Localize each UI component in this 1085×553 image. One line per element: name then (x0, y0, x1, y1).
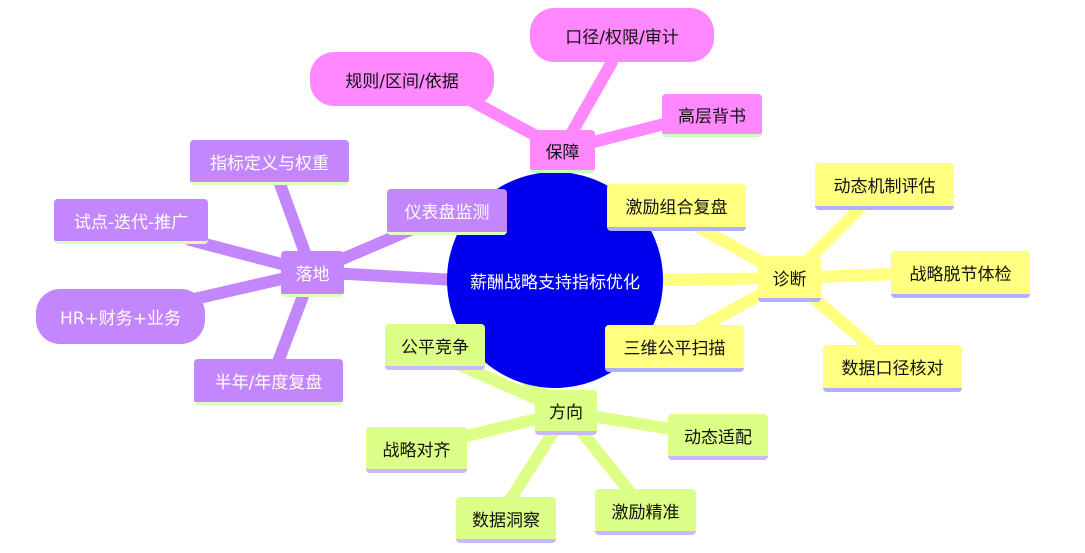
leaf-node[interactable]: 战略对齐 (366, 427, 467, 473)
leaf-node[interactable]: 数据洞察 (456, 497, 556, 543)
branch-fangxiang[interactable]: 方向 (535, 390, 597, 435)
leaf-node[interactable]: 指标定义与权重 (190, 140, 349, 185)
leaf-node[interactable]: 动态机制评估 (815, 163, 954, 210)
leaf-node[interactable]: 激励精准 (595, 489, 696, 535)
leaf-node[interactable]: 激励组合复盘 (607, 184, 746, 231)
branch-zhenduan[interactable]: 诊断 (758, 256, 821, 302)
leaf-node[interactable]: 动态适配 (668, 414, 768, 460)
branch-luodi[interactable]: 落地 (281, 251, 344, 297)
leaf-node[interactable]: 数据口径核对 (823, 345, 962, 392)
branch-baozhang[interactable]: 保障 (530, 130, 595, 173)
leaf-node[interactable]: 仪表盘监测 (387, 189, 507, 235)
leaf-node[interactable]: 三维公平扫描 (605, 325, 744, 372)
leaf-node[interactable]: 公平竞争 (385, 324, 485, 370)
leaf-node[interactable]: 战略脱节体检 (891, 251, 1030, 298)
leaf-node[interactable]: 高层背书 (662, 94, 762, 137)
leaf-node[interactable]: 试点-迭代-推广 (54, 199, 208, 244)
leaf-node[interactable]: 规则/区间/依据 (310, 52, 494, 106)
leaf-node[interactable]: 半年/年度复盘 (194, 359, 343, 405)
leaf-node[interactable]: 口径/权限/审计 (530, 8, 714, 62)
leaf-node[interactable]: HR+财务+业务 (36, 289, 205, 344)
